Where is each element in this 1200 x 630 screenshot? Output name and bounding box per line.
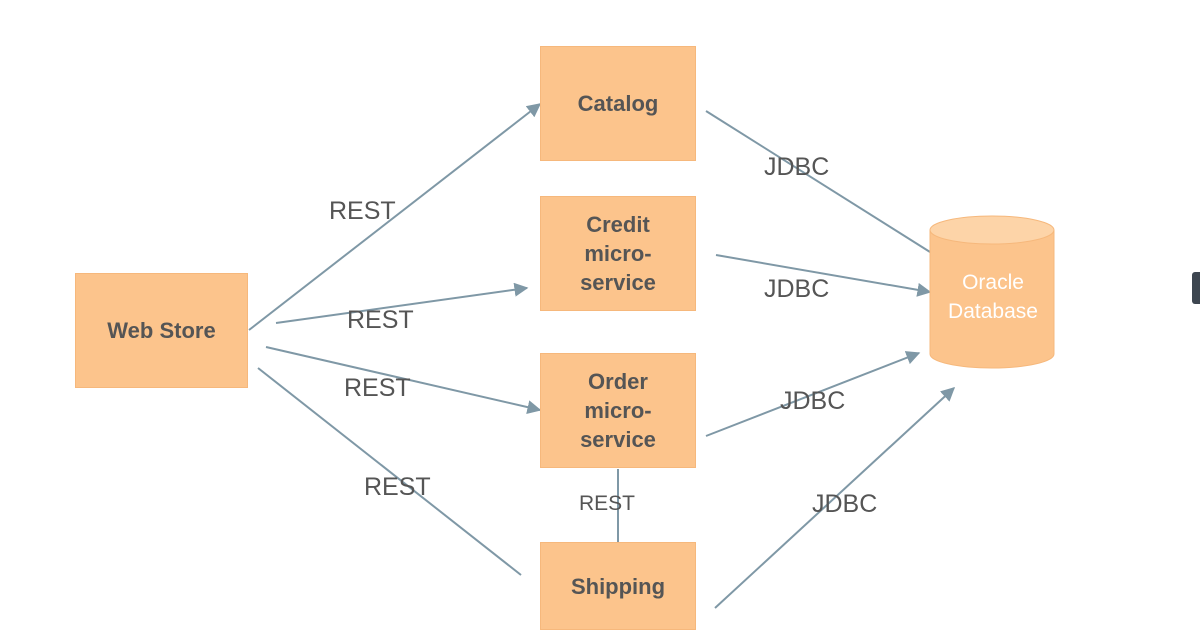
jdbc-arrow-shipping [714, 387, 956, 609]
jdbc-label-shipping: JDBC [812, 490, 878, 518]
credit-service-node: Credit micro- service [540, 196, 696, 311]
web-store-node: Web Store [75, 273, 248, 388]
jdbc-label-catalog: JDBC [764, 153, 830, 181]
rest-label-credit: REST [347, 306, 414, 334]
order-service-node: Order micro- service [540, 353, 696, 468]
database-cylinder [929, 215, 1055, 369]
rest-arrow-order [265, 346, 542, 414]
shipping-node: Shipping [540, 542, 696, 630]
jdbc-label-credit: JDBC [764, 275, 830, 303]
jdbc-line-catalog [705, 110, 931, 253]
rest-line-shipping [257, 367, 522, 576]
rest-arrow-catalog [248, 103, 542, 331]
catalog-node: Catalog [540, 46, 696, 161]
database-label-line1: Oracle [962, 271, 1024, 294]
order-service-label: Order micro- service [580, 369, 656, 452]
rest-label-shipping: REST [364, 473, 431, 501]
database-label-line2: Database [948, 300, 1038, 323]
jdbc-label-order: JDBC [780, 387, 846, 415]
catalog-label: Catalog [577, 91, 659, 116]
web-store-label: Web Store [107, 318, 216, 343]
rest-arrow-credit [275, 282, 529, 324]
jdbc-arrow-credit [715, 254, 932, 297]
jdbc-arrow-order [705, 351, 921, 437]
rest-label-catalog: REST [329, 197, 396, 225]
rest-label-order: REST [344, 374, 411, 402]
shipping-label: Shipping [570, 573, 666, 599]
database-label: Oracle Database [930, 268, 1056, 326]
side-panel-tab[interactable] [1192, 272, 1200, 304]
rest-label-order-shipping: REST [579, 492, 636, 515]
credit-service-label: Credit micro- service [580, 212, 656, 295]
